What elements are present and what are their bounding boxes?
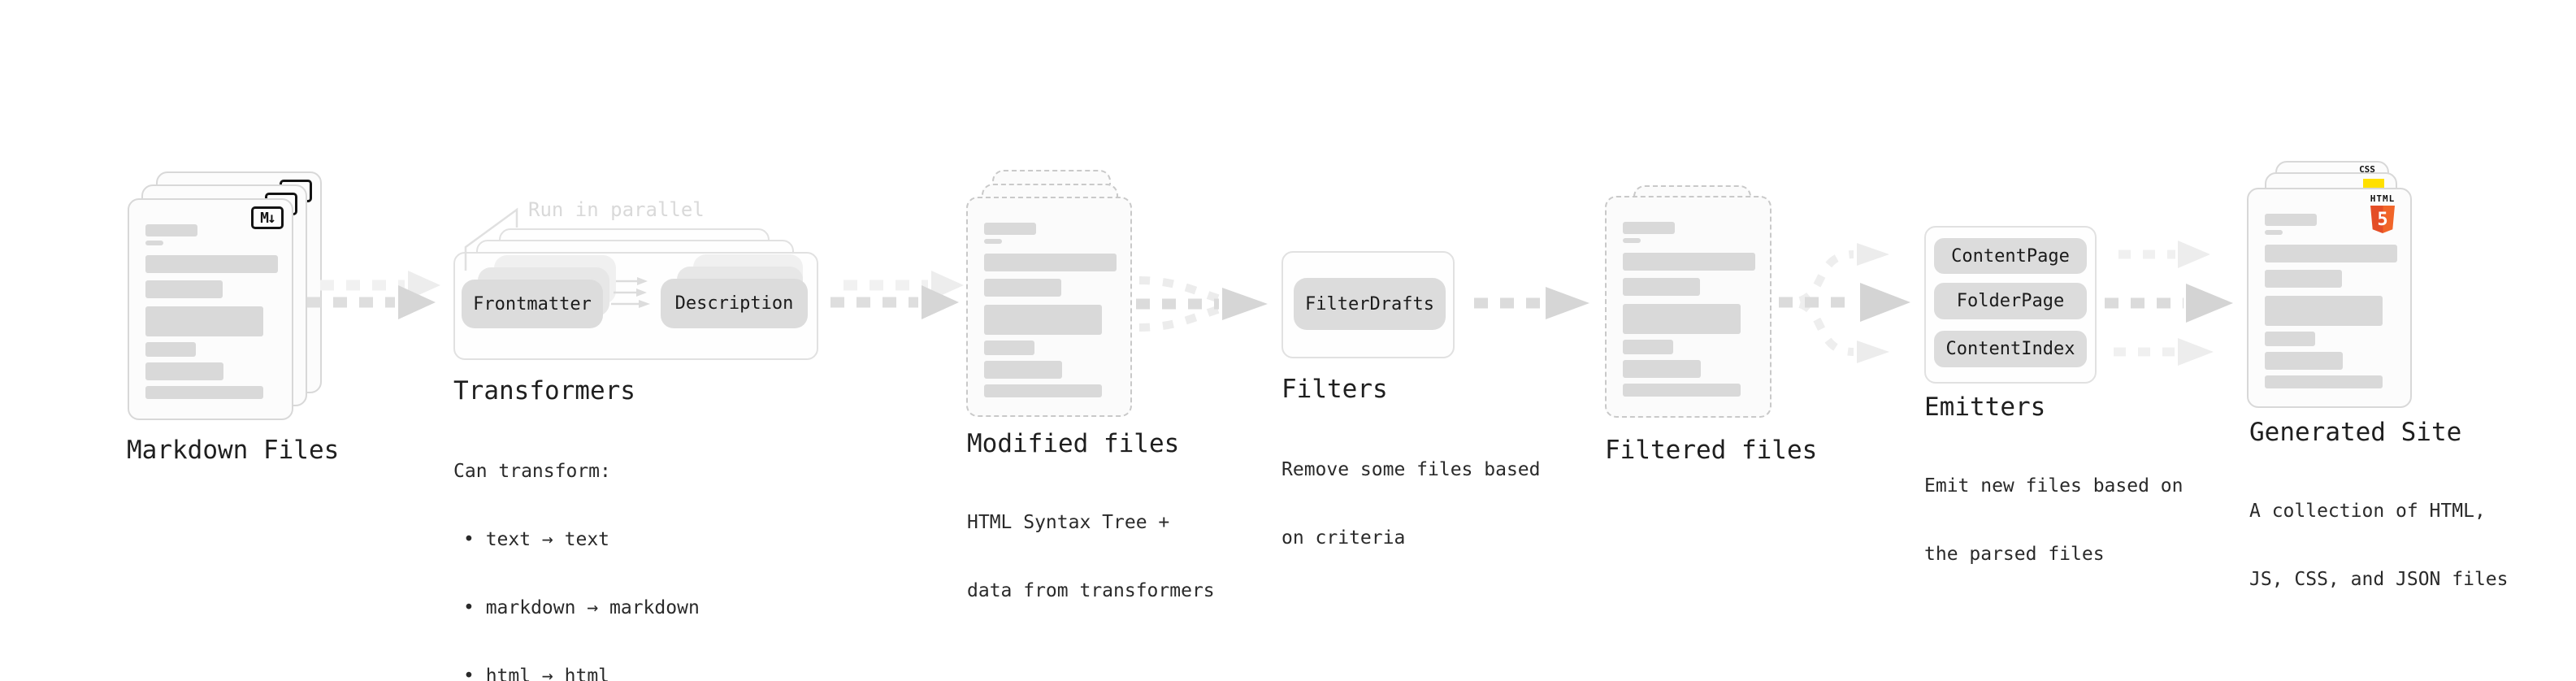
placeholder-bar — [984, 384, 1102, 397]
run-in-parallel-leader-line — [464, 207, 518, 271]
placeholder-bar — [1623, 384, 1741, 397]
flow-arrow-filtered-to-emitters — [1779, 243, 1910, 363]
html5-icon: HTML 5 — [2366, 194, 2399, 233]
file-content-placeholder — [145, 224, 278, 399]
placeholder-bar — [145, 224, 197, 236]
filtered-file-card-front — [1605, 196, 1772, 418]
placeholder-bar — [2265, 245, 2397, 262]
modified-file-card-front — [966, 197, 1132, 417]
stage-label-transformers: Transformers — [453, 376, 635, 406]
emitters-description: Emit new files based on the parsed files — [1924, 475, 2184, 565]
filters-description: Remove some files based on criteria — [1281, 459, 1541, 549]
placeholder-bar — [2265, 332, 2315, 346]
placeholder-bar — [145, 362, 223, 380]
placeholder-bar — [1623, 360, 1701, 378]
placeholder-bar — [145, 255, 278, 273]
placeholder-bar — [145, 342, 196, 357]
stage-label-emitters: Emitters — [1924, 393, 2046, 422]
flow-arrow-emitters-to-site — [2105, 241, 2233, 366]
placeholder-bar — [145, 386, 263, 399]
stage-label-markdown-files: Markdown Files — [127, 436, 340, 465]
placeholder-bar — [2265, 296, 2383, 326]
placeholder-bar — [145, 306, 263, 336]
placeholder-bar — [145, 241, 163, 245]
generated-site-description: A collection of HTML, JS, CSS, and JSON … — [2249, 501, 2509, 590]
placeholder-bar — [2265, 375, 2383, 388]
stage-label-filters: Filters — [1281, 375, 1388, 404]
placeholder-bar — [2265, 214, 2317, 226]
modified-files-description: HTML Syntax Tree + data from transformer… — [967, 512, 1215, 601]
placeholder-bar — [984, 279, 1061, 297]
file-content-placeholder — [984, 223, 1117, 397]
placeholder-bar — [984, 361, 1062, 379]
emitter-node-folderpage: FolderPage — [1934, 283, 2087, 319]
placeholder-bar — [1623, 222, 1675, 234]
markdown-file-card-front: M↓ — [128, 198, 293, 420]
markdown-icon: M↓ — [251, 206, 284, 229]
html5-shield: 5 — [2370, 206, 2395, 233]
flow-arrow-modified-to-filters — [1136, 276, 1268, 332]
flow-arrow-filters-to-filtered — [1474, 287, 1589, 319]
stage-label-generated-site: Generated Site — [2249, 418, 2462, 447]
parallel-arrows-icon — [611, 277, 650, 308]
flow-arrow-markdown-to-transformers — [307, 271, 440, 319]
run-in-parallel-annotation: Run in parallel — [528, 198, 705, 221]
file-content-placeholder — [1623, 222, 1755, 397]
placeholder-bar — [984, 254, 1117, 271]
placeholder-bar — [2265, 352, 2343, 370]
emitter-node-contentindex: ContentIndex — [1934, 331, 2087, 367]
placeholder-bar — [2265, 270, 2342, 288]
placeholder-bar — [2265, 230, 2283, 235]
placeholder-bar — [984, 305, 1102, 335]
js-icon — [2363, 179, 2384, 189]
placeholder-bar — [1623, 253, 1755, 271]
stage-label-filtered-files: Filtered files — [1605, 436, 1818, 465]
placeholder-bar — [145, 280, 223, 298]
placeholder-bar — [1623, 340, 1673, 354]
placeholder-bar — [1623, 238, 1641, 243]
placeholder-bar — [984, 239, 1002, 244]
stage-label-modified-files: Modified files — [967, 429, 1180, 458]
placeholder-bar — [984, 223, 1036, 235]
transformers-description: Can transform: • text → text • markdown … — [453, 461, 700, 681]
file-content-placeholder — [2265, 214, 2397, 388]
filter-node-filterdrafts: FilterDrafts — [1294, 278, 1446, 330]
transformer-node-description: Description — [661, 279, 808, 328]
placeholder-bar — [1623, 278, 1700, 296]
placeholder-bar — [984, 340, 1034, 355]
emitter-node-contentpage: ContentPage — [1934, 238, 2087, 274]
transformer-node-frontmatter: Frontmatter — [462, 280, 603, 328]
placeholder-bar — [1623, 304, 1741, 334]
flow-arrow-transformers-to-modified — [830, 271, 964, 319]
site-card-html: HTML 5 — [2247, 188, 2412, 408]
